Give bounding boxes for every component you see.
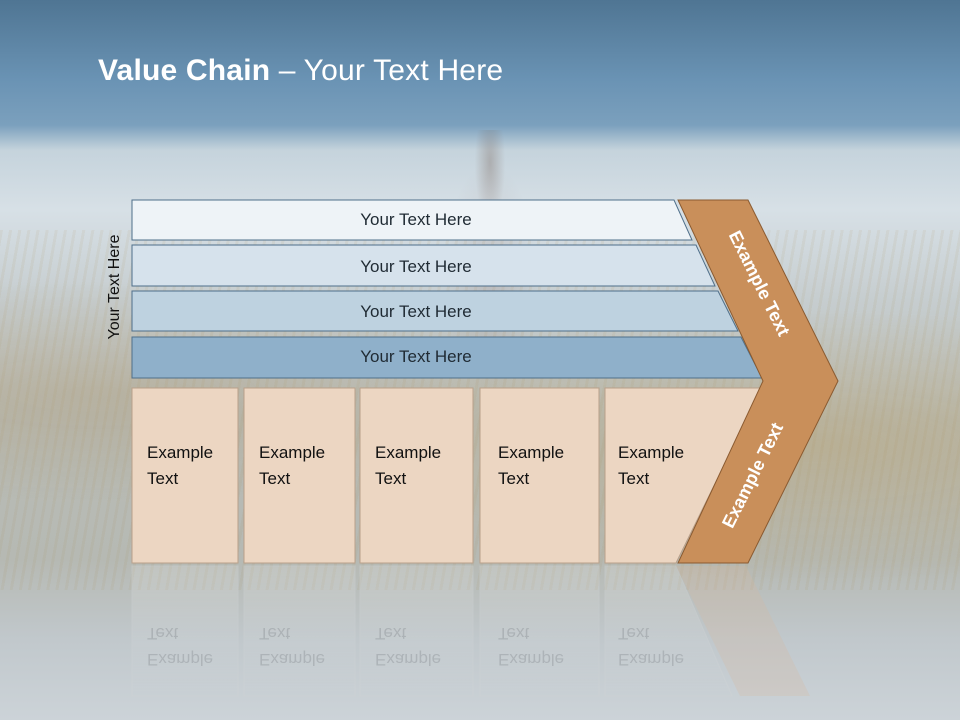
bar-3-label: Your Text Here — [360, 302, 472, 321]
title-rest: – Your Text Here — [270, 54, 504, 87]
cell-1-reflection-line1: Example — [147, 650, 214, 669]
cell-1-reflection-line2: Text — [147, 624, 179, 643]
cell-2-reflection-line1: Example — [259, 650, 326, 669]
cell-4-reflection-line1: Example — [498, 650, 565, 669]
cell-3-line2: Text — [375, 469, 407, 488]
cell-2 — [243, 387, 356, 564]
cell-1-line2: Text — [147, 469, 179, 488]
cell-2-reflection-line2: Text — [259, 624, 291, 643]
cell-5-line2: Text — [618, 469, 650, 488]
cell-5-reflection: Example Text — [618, 620, 684, 672]
chevron-arrow — [677, 199, 839, 564]
cell-1-line1: Example — [147, 443, 214, 462]
cell-1 — [131, 387, 239, 564]
cell-5-reflection-line2: Text — [618, 624, 650, 643]
cell-5-reflection-line1: Example — [618, 650, 685, 669]
cell-3-line1: Example — [375, 443, 442, 462]
cell-3 — [359, 387, 474, 564]
cell-4-reflection-line2: Text — [498, 624, 530, 643]
cells-reflection — [131, 565, 810, 697]
bar-1-label: Your Text Here — [360, 210, 472, 229]
cell-2-line2: Text — [259, 469, 291, 488]
bar-2-label: Your Text Here — [360, 257, 472, 276]
cell-4 — [479, 387, 600, 564]
cell-4-line1: Example — [498, 443, 565, 462]
bar-3 — [131, 290, 739, 332]
cell-5-line1: Example — [618, 443, 685, 462]
cell-1-reflection: Example Text — [147, 620, 213, 672]
slide-title: Value Chain – Your Text Here — [98, 54, 503, 88]
bar-4-label: Your Text Here — [360, 347, 472, 366]
cell-2-reflection: Example Text — [259, 620, 325, 672]
cell-5 — [604, 387, 763, 564]
cell-3-reflection: Example Text — [375, 620, 441, 672]
cell-3-reflection-line1: Example — [375, 650, 442, 669]
cell-4-line2: Text — [498, 469, 530, 488]
cell-2-line1: Example — [259, 443, 326, 462]
bar-2 — [131, 244, 716, 287]
cell-4-reflection: Example Text — [498, 620, 564, 672]
bar-1 — [131, 199, 693, 241]
cell-3-reflection-line2: Text — [375, 624, 407, 643]
title-bold: Value Chain — [98, 54, 271, 87]
